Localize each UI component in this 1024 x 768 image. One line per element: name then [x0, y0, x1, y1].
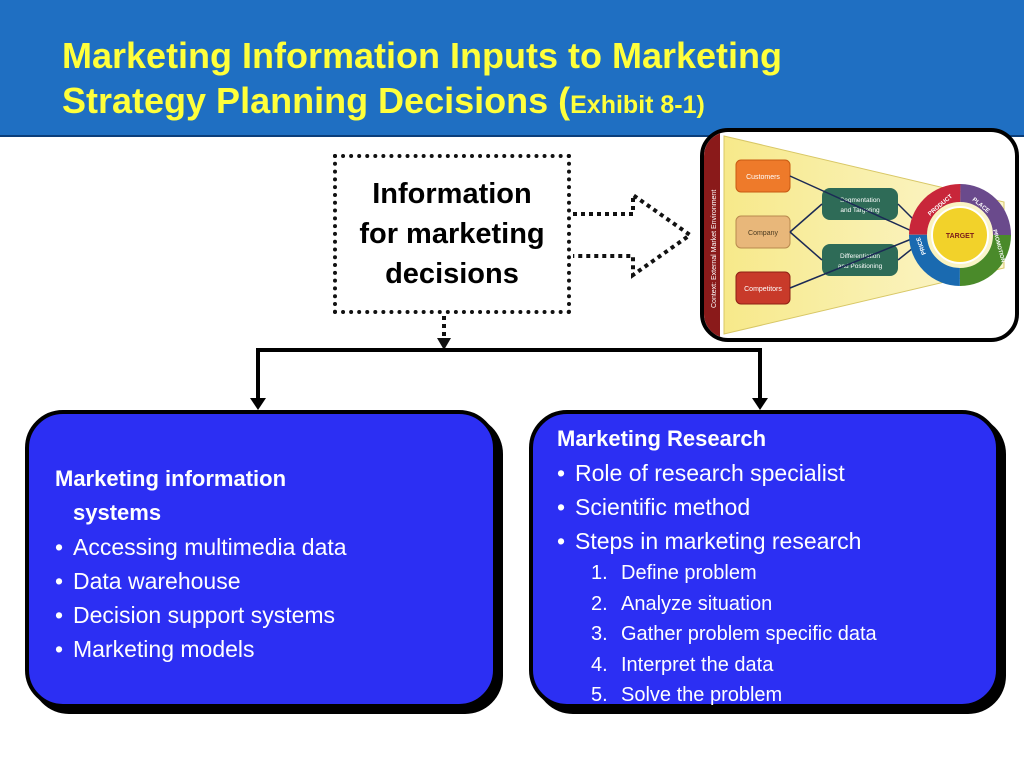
bullet-icon: • [55, 568, 64, 594]
information-box-text: Information for marketing decisions [359, 174, 544, 294]
thumb-link-1 [789, 175, 915, 233]
title-exhibit: Exhibit 8-1) [570, 91, 705, 119]
step-number: 5. [591, 684, 608, 706]
step-number: 1. [591, 562, 608, 584]
list-item-text: Data warehouse [73, 568, 241, 594]
differentiation-label-1: Differentiation [840, 253, 880, 260]
title-bar: Marketing Information Inputs to Marketin… [0, 0, 1024, 137]
drop-arrowhead [437, 338, 451, 350]
list-item: 1. Define problem [591, 558, 987, 589]
list-item: 2. Analyze situation [591, 589, 987, 620]
exhibit-thumbnail: Context: External Market Environment Cus… [700, 128, 1019, 342]
mix-ring-price [909, 184, 1011, 286]
slide-title: Marketing Information Inputs to Marketin… [62, 33, 962, 128]
bullet-icon: • [557, 460, 566, 486]
list-item: • Accessing multimedia data [55, 530, 475, 564]
list-item-text: Analyze situation [621, 592, 773, 615]
bullet-icon: • [557, 494, 566, 520]
right-bullet-list: • Role of research specialist • Scientific… [557, 456, 987, 558]
list-item-text: Scientific method [575, 494, 751, 520]
step-number: 3. [591, 623, 608, 645]
mix-ring-product [909, 184, 1011, 286]
list-item: • Role of research specialist [557, 456, 987, 490]
target-circle [931, 206, 989, 264]
title-line-1: Marketing Information Inputs to Marketin… [62, 35, 783, 76]
step-number: 2. [591, 592, 608, 615]
exhibit-diagram: Context: External Market Environment Cus… [704, 132, 1011, 338]
step-number: 4. [591, 653, 608, 676]
thumb-link-3 [789, 231, 823, 261]
info-line-3: decisions [385, 258, 519, 290]
marketing-information-systems-panel: Marketing information systems • Accessing… [25, 410, 497, 708]
segmentation-box [822, 188, 898, 220]
list-item-text: Accessing multimedia data [73, 534, 347, 560]
marketing-research-panel: Marketing Research • Role of research spe… [529, 410, 1000, 708]
differentiation-label-2: and Positioning [838, 263, 883, 270]
left-bullet-list: • Accessing multimedia data • Data warehou… [55, 530, 475, 666]
right-panel-heading: Marketing Research [557, 426, 767, 451]
list-item: • Decision support systems [55, 598, 475, 632]
list-item-text: Solve the problem [621, 684, 783, 706]
segmentation-label-1: Segmentation [840, 197, 880, 204]
title-line-2-main: Strategy Planning Decisions ( [62, 80, 571, 121]
branch-left-arrowhead [250, 398, 266, 410]
context-strip [704, 132, 720, 338]
funnel-shape [723, 135, 1005, 335]
list-item-text: Role of research specialist [575, 460, 845, 486]
list-item: 4. Interpret the data [591, 650, 987, 681]
research-steps-list: 1. Define problem 2. Analyze situation 3. G… [557, 558, 987, 711]
bullet-icon: • [55, 534, 64, 560]
list-item-text: Interpret the data [621, 653, 774, 676]
thumb-link-4 [789, 237, 915, 289]
segmentation-label-2: and Targeting [840, 207, 880, 214]
competitors-label: Competitors [744, 286, 782, 293]
target-label: TARGET [946, 233, 975, 240]
title-line-2: Strategy Planning Decisions (Exhibit 8-1… [62, 78, 962, 128]
bullet-icon: • [55, 636, 64, 662]
list-item: 3. Gather problem specific data [591, 619, 987, 650]
company-label: Company [748, 230, 778, 237]
bullet-icon: • [55, 602, 64, 628]
context-strip-label: Context: External Market Environment [711, 190, 718, 308]
customers-label: Customers [746, 174, 780, 181]
thumb-link-2 [789, 203, 823, 233]
bullet-icon: • [557, 528, 566, 554]
list-item-text: Define problem [621, 562, 757, 584]
info-line-2: for marketing [359, 218, 545, 250]
dotted-arrow [573, 191, 694, 279]
information-box: Information for marketing decisions [333, 154, 571, 314]
list-item: • Data warehouse [55, 564, 475, 598]
list-item-text: Marketing models [73, 636, 255, 662]
info-line-1: Information [372, 178, 532, 210]
left-panel-heading-line-2: systems [73, 500, 162, 525]
list-item-text: Steps in marketing research [575, 528, 862, 554]
list-item: • Marketing models [55, 632, 475, 666]
list-item-text: Gather problem specific data [621, 623, 877, 645]
list-item-text: Decision support systems [73, 602, 336, 628]
list-item: • Steps in marketing research [557, 524, 987, 558]
ring-label-price: PRICE [916, 236, 928, 255]
left-panel-content: Marketing information systems • Accessing… [55, 462, 475, 666]
left-panel-heading-line-1: Marketing information [55, 466, 287, 491]
mix-ring-promotion [909, 184, 1011, 286]
branch-right-arrowhead [752, 398, 768, 410]
list-item: 5. Solve the problem [591, 680, 987, 711]
right-panel-content: Marketing Research • Role of research spe… [557, 422, 987, 711]
list-item: • Scientific method [557, 490, 987, 524]
